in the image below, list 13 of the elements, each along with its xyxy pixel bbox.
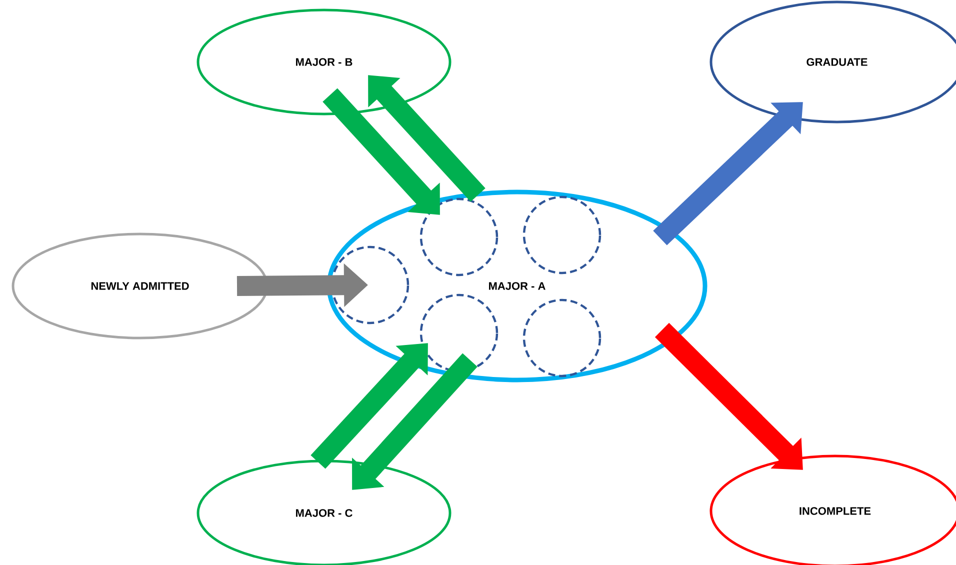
dashed-circle: [420, 294, 498, 372]
dashed-circle: [330, 246, 410, 324]
block-arrow: [368, 75, 486, 202]
block-arrow: [310, 343, 428, 469]
ellipse-node: MAJOR - B: [196, 8, 452, 116]
ellipse-node: NEWLY ADMITTED: [12, 232, 268, 340]
ellipse-node: MAJOR - A: [326, 190, 708, 382]
dashed-circle: [420, 198, 498, 276]
block-arrow: [322, 88, 440, 215]
dashed-circle: [522, 196, 602, 274]
block-arrow: [654, 322, 803, 470]
block-arrow: [653, 102, 803, 246]
dashed-circle: [522, 298, 602, 378]
